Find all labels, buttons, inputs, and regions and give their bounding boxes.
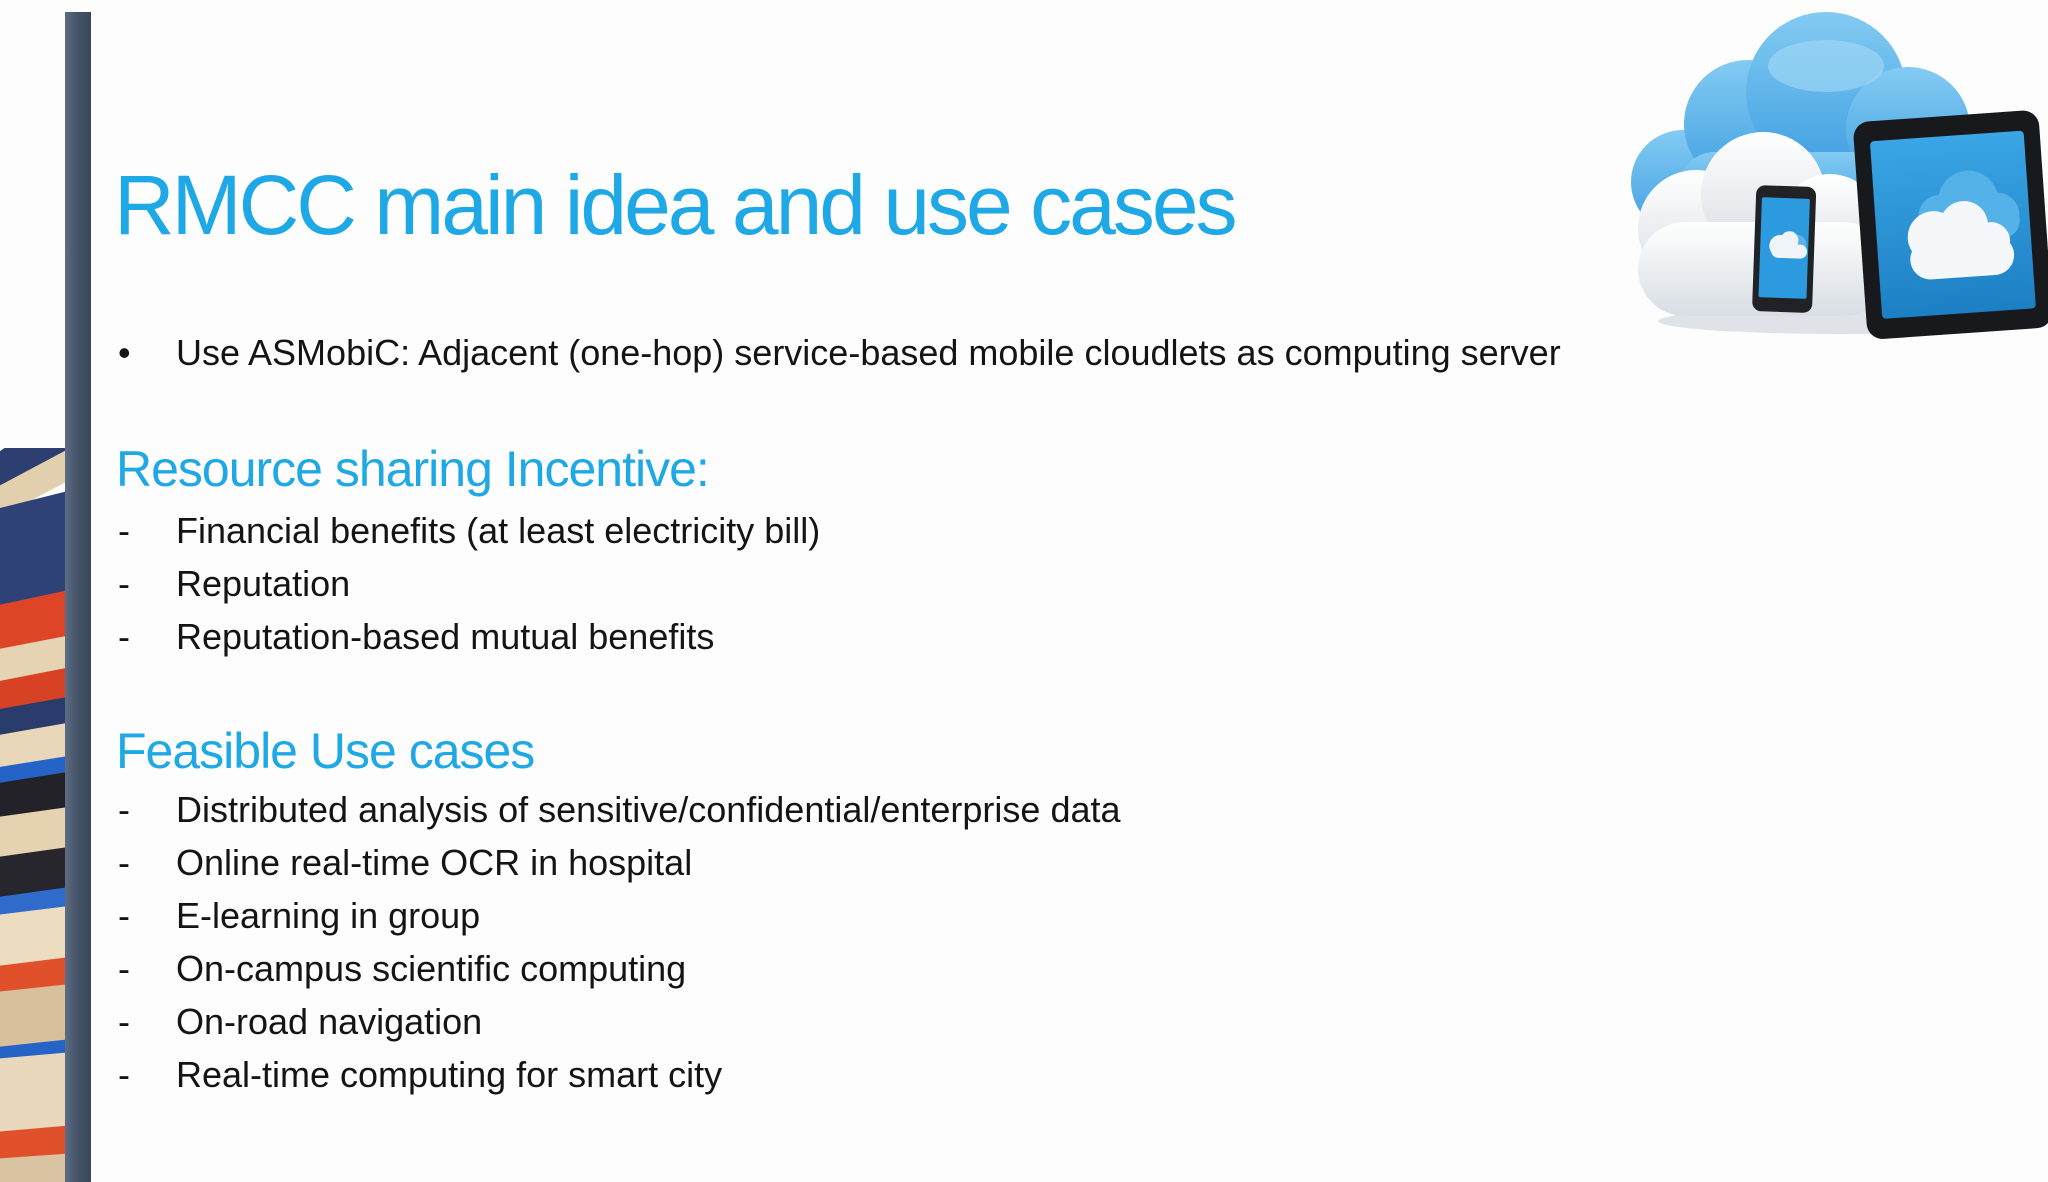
dash-marker: - <box>118 948 130 989</box>
list-item-text: On-campus scientific computing <box>176 948 687 989</box>
bullet-item: • Use ASMobiC: Adjacent (one-hop) servic… <box>118 330 1561 376</box>
list-item-text: Reputation-based mutual benefits <box>176 616 715 657</box>
feasible-use-cases-list: - Distributed analysis of sensitive/conf… <box>118 783 1121 1101</box>
tablet-screen-white-cloud <box>1907 201 2015 280</box>
list-item-text: Financial benefits (at least electricity… <box>176 510 821 551</box>
dash-marker: - <box>118 563 130 604</box>
dash-marker: - <box>118 1001 130 1042</box>
list-item-text: Online real-time OCR in hospital <box>176 842 693 883</box>
list-item: - Financial benefits (at least electrici… <box>118 504 820 557</box>
list-item: - Distributed analysis of sensitive/conf… <box>118 783 1121 836</box>
section-heading-resource-sharing: Resource sharing Incentive: <box>116 441 710 497</box>
list-item: - E-learning in group <box>118 889 1121 942</box>
list-item: - On-campus scientific computing <box>118 942 1121 995</box>
phone-screen-cloud <box>1769 231 1808 259</box>
books-photo <box>0 448 66 1182</box>
list-item: - Online real-time OCR in hospital <box>118 836 1121 889</box>
dash-marker: - <box>118 1054 130 1095</box>
dash-marker: - <box>118 895 130 936</box>
bullet-marker: • <box>118 332 131 373</box>
list-item: - Reputation-based mutual benefits <box>118 610 820 663</box>
section-heading-feasible-use-cases: Feasible Use cases <box>116 723 535 779</box>
list-item-text: Real-time computing for smart city <box>176 1054 723 1095</box>
list-item-text: E-learning in group <box>176 895 481 936</box>
list-item: - Reputation <box>118 557 820 610</box>
tablet <box>1853 110 2048 339</box>
list-item: - Real-time computing for smart city <box>118 1048 1121 1101</box>
dash-marker: - <box>118 842 130 883</box>
slide-title: RMCC main idea and use cases <box>114 158 1238 253</box>
vertical-accent-bar <box>65 12 91 1182</box>
phone <box>1752 185 1817 313</box>
list-item-text: On-road navigation <box>176 1001 483 1042</box>
list-item-text: Reputation <box>176 563 351 604</box>
cloud-devices-illustration <box>1631 12 2048 339</box>
list-item-text: Distributed analysis of sensitive/confid… <box>176 789 1121 830</box>
dash-marker: - <box>118 510 130 551</box>
dash-marker: - <box>118 616 130 657</box>
dash-marker: - <box>118 789 130 830</box>
resource-sharing-list: - Financial benefits (at least electrici… <box>118 504 820 663</box>
bullet-text: Use ASMobiC: Adjacent (one-hop) service-… <box>176 332 1561 373</box>
list-item: - On-road navigation <box>118 995 1121 1048</box>
